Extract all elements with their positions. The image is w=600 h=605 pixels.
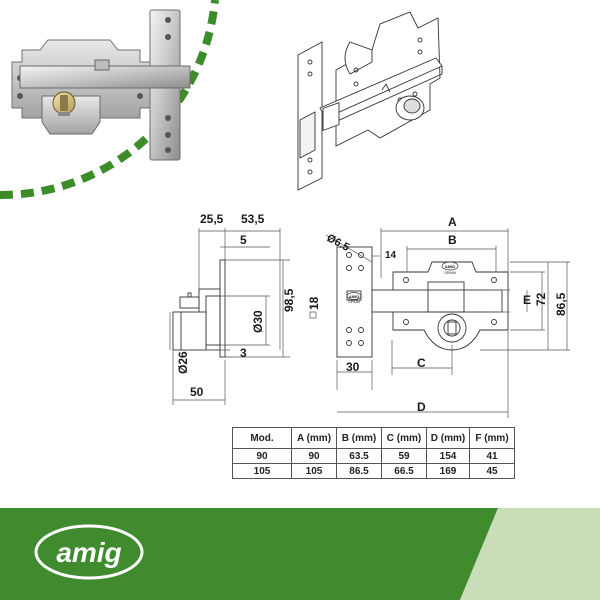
dim-14: 14 — [385, 250, 397, 261]
table-cell: 63.5 — [336, 448, 382, 464]
dim-18-marker — [309, 311, 317, 319]
side-view-drawing — [169, 228, 290, 405]
dim-30: 30 — [346, 360, 360, 374]
amig-logo: amig — [34, 524, 144, 580]
front-view-drawing — [325, 228, 570, 418]
isometric-drawing — [297, 11, 443, 191]
table-cell: 86.5 — [336, 463, 382, 479]
table-header-cell: C (mm) — [381, 427, 427, 449]
stamp-brand-front: AMIG — [445, 264, 455, 269]
dim-A: A — [448, 215, 457, 229]
dim-86-5: 86,5 — [554, 292, 568, 316]
side-dimension-labels: 25,5 53,5 5 98,5 18 Ø30 3 Ø26 50 — [176, 212, 321, 399]
dashed-arc-decoration — [0, 0, 219, 200]
table-header-cell: D (mm) — [426, 427, 470, 449]
table-cell: 105 — [232, 463, 292, 479]
dim-98-5: 98,5 — [282, 288, 296, 312]
table-cell: 41 — [469, 448, 515, 464]
dim-50: 50 — [190, 385, 204, 399]
dim-53-5: 53,5 — [241, 212, 265, 226]
table-row: 90 90 63.5 59 154 41 — [232, 448, 515, 464]
table-cell: 90 — [291, 448, 337, 464]
dim-B: B — [448, 233, 457, 247]
table-cell: 154 — [426, 448, 470, 464]
table-header-cell: B (mm) — [336, 427, 382, 449]
logo-text: amig — [56, 537, 121, 568]
brand-banner: amig — [0, 508, 600, 600]
product-photo — [11, 9, 191, 161]
table-cell: 59 — [381, 448, 427, 464]
table-header-cell: Mod. — [232, 427, 292, 449]
dim-E: E — [523, 293, 531, 307]
table-header-row: Mod. A (mm) B (mm) C (mm) D (mm) F (mm) — [232, 427, 515, 449]
spec-table: Mod. A (mm) B (mm) C (mm) D (mm) F (mm) … — [232, 427, 515, 479]
table-cell: 105 — [291, 463, 337, 479]
dim-5: 5 — [240, 233, 247, 247]
dim-D: D — [417, 400, 426, 414]
stamp-origin-plate: SPAIN — [348, 299, 360, 304]
table-cell: 45 — [469, 463, 515, 479]
dim-dia26: Ø26 — [176, 351, 190, 374]
table-header-cell: A (mm) — [291, 427, 337, 449]
dim-dia30: Ø30 — [251, 310, 265, 333]
table-row: 105 105 86.5 66.5 169 45 — [232, 463, 515, 479]
stamp-origin-front: SPAIN — [444, 270, 456, 275]
lock-stamp: AMIG SPAIN AMIG SPAIN — [346, 261, 459, 304]
dim-C: C — [417, 356, 426, 370]
table-cell: 90 — [232, 448, 292, 464]
dim-72: 72 — [534, 292, 548, 306]
table-cell: 66.5 — [381, 463, 427, 479]
table-header-cell: F (mm) — [469, 427, 515, 449]
table-cell: 169 — [426, 463, 470, 479]
dim-3: 3 — [240, 346, 247, 360]
dim-25-5: 25,5 — [200, 212, 224, 226]
stamp-brand-plate: AMIG — [349, 294, 359, 299]
dim-18: 18 — [307, 296, 321, 310]
